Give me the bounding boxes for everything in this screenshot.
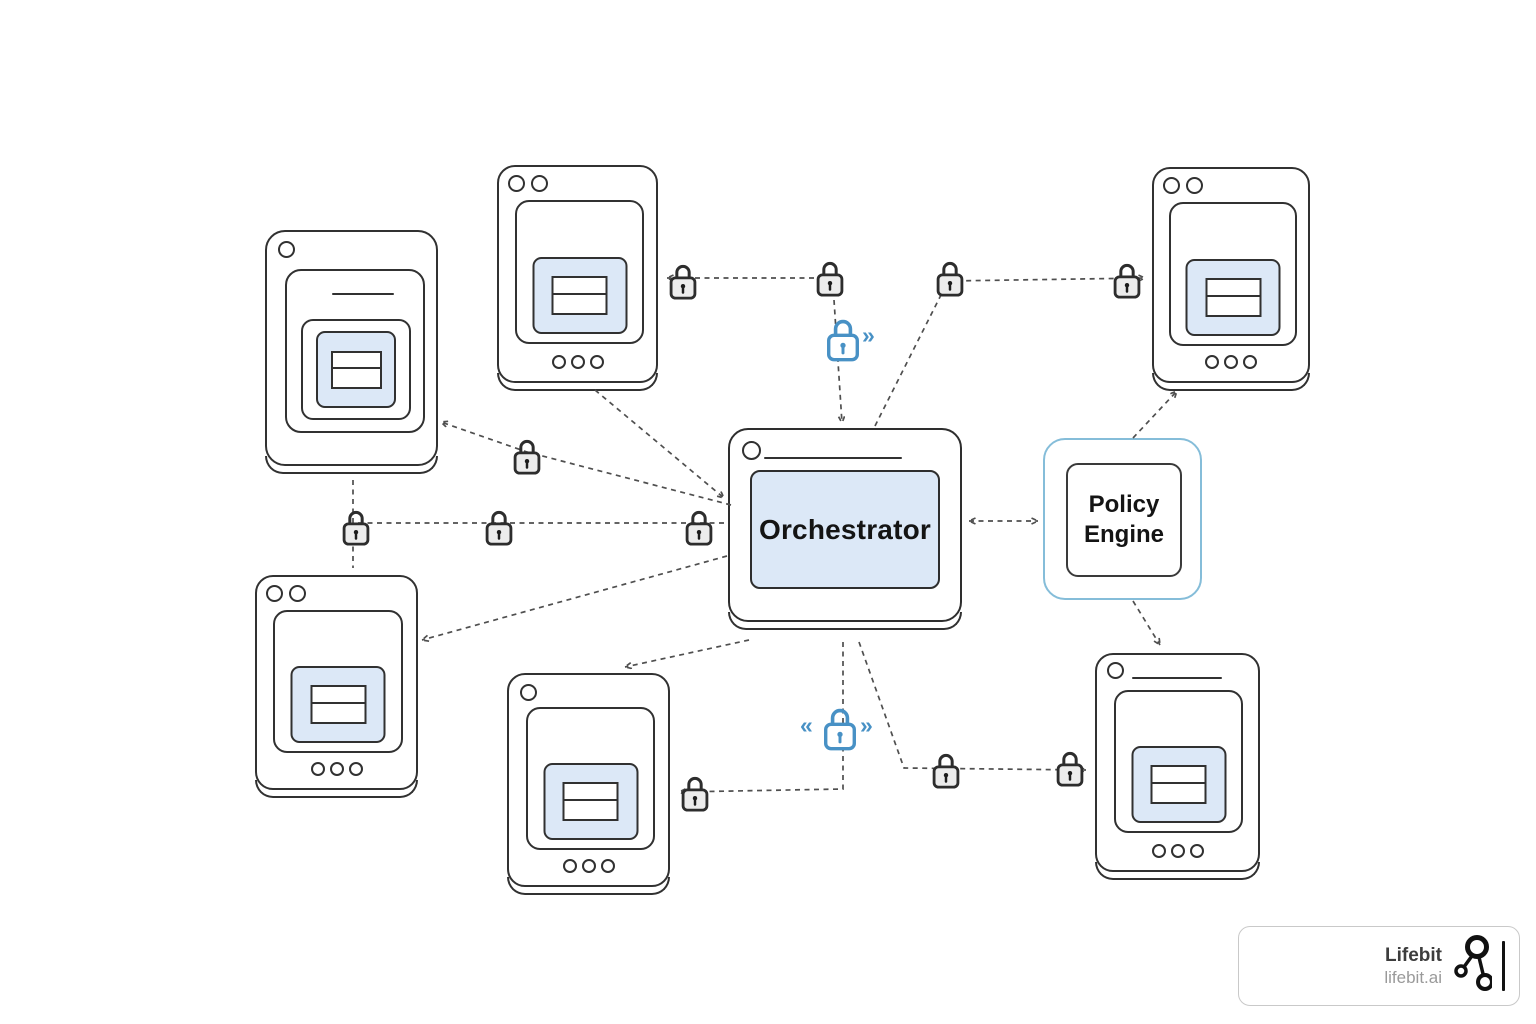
data-tile [290,666,386,743]
policy-engine-label-line2: Engine [1083,521,1164,548]
window-dot-icon [742,441,761,460]
title-line [764,457,902,459]
window-dot-icon [531,175,548,192]
padlock-icon [484,506,514,547]
chevron-double-left-icon: « [800,712,813,738]
device-base-dots [1205,355,1257,369]
window-dot-icon [266,585,283,602]
device-node-top-right [1152,167,1310,391]
link-node-top-middle-to-orchestrator [594,389,724,498]
window-dot-icon [289,585,306,602]
device-screen [273,610,403,753]
data-tile [1131,746,1226,823]
chevron-double-right-icon: » [860,712,873,738]
link-orchestrator-to-node-top-right [874,278,1145,427]
padlock-icon [341,506,371,547]
window-dot-icon [1186,177,1203,194]
padlock-icon [1112,259,1142,300]
lifebit-brand-card: Lifebit lifebit.ai [1238,926,1520,1006]
policy-engine-panel: Policy Engine [1066,463,1182,577]
padlock-secure-icon [825,314,861,363]
device-node-bottom-middle [507,673,670,895]
device-node-bottom-right [1095,653,1260,880]
title-line [332,293,394,295]
window-dot-icon [1107,662,1124,679]
dataset-table-icon [551,276,608,315]
orchestrator-label: Orchestrator [758,513,931,545]
padlock-icon [1055,747,1085,788]
link-orchestrator-to-node-top-left [441,422,732,506]
brand-text: Lifebit lifebit.ai [1384,944,1442,989]
policy-engine-box: Policy Engine [1043,438,1202,600]
padlock-icon [668,260,698,301]
device-screen [1114,690,1243,833]
device-screen [1169,202,1297,346]
padlock-icon [815,257,845,298]
molecule-network-icon [1454,935,1492,991]
window-dot-icon [278,241,295,258]
title-line [1132,677,1222,679]
policy-engine-label-line1: Policy [1088,491,1160,518]
link-orchestrator-to-node-bottom-middle-top [625,639,750,667]
device-node-top-left [265,230,438,474]
link-policy-engine-to-node-top-right [1132,391,1177,439]
link-orchestrator-to-node-bottom-right [858,641,1086,770]
window-dot-icon [508,175,525,192]
orchestrator-panel: Orchestrator [750,470,940,589]
brand-name: Lifebit [1385,944,1442,966]
chevron-double-right-icon: » [862,322,875,348]
inner-frame [301,319,411,420]
dataset-table-icon [310,685,366,724]
device-base-dots [310,762,363,776]
padlock-icon [931,749,961,790]
link-policy-engine-to-node-bottom-right [1132,600,1160,645]
padlock-icon [935,257,965,298]
padlock-icon [684,506,714,547]
dataset-table-icon [1205,278,1261,317]
data-tile [1185,259,1281,336]
device-node-bottom-left [255,575,418,798]
device-screen [526,707,655,850]
dataset-table-icon [330,350,382,389]
dataset-table-icon [562,782,619,821]
dataset-table-icon [1150,765,1207,804]
device-screen [285,269,425,433]
padlock-secure-icon [822,703,858,752]
link-orchestrator-to-node-bottom-middle-right [679,642,844,792]
link-orchestrator-to-node-bottom-left [422,555,728,640]
brand-domain: lifebit.ai [1384,968,1442,988]
device-base-dots [562,859,615,873]
data-tile [543,763,638,840]
padlock-icon [512,435,542,476]
logo-divider-bar [1502,941,1505,991]
device-base-dots [1151,844,1204,858]
data-tile [532,257,627,334]
device-screen [515,200,644,344]
window-dot-icon [1163,177,1180,194]
padlock-icon [680,772,710,813]
orchestrator-box: Orchestrator [728,428,962,630]
window-dot-icon [520,684,537,701]
device-node-top-middle [497,165,658,391]
device-base-dots [551,355,604,369]
data-tile [316,331,396,408]
